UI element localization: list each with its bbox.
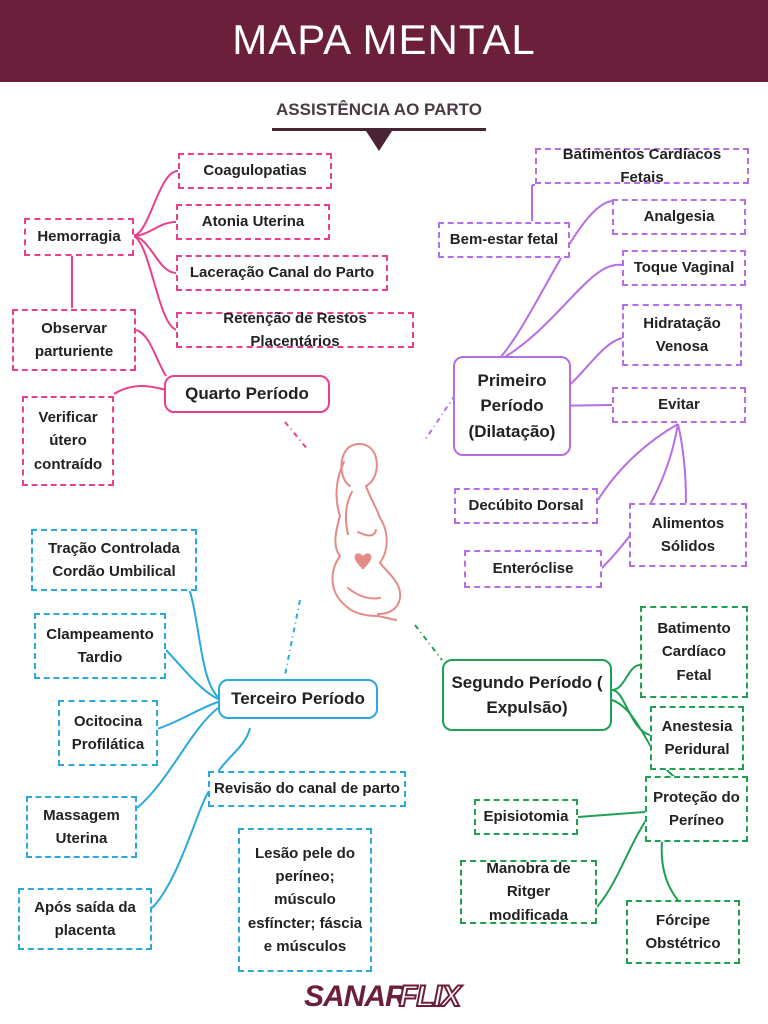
clampeamento-label: Clampeamento Tardio [46, 625, 154, 666]
episiotomia-box: Episiotomia [474, 799, 578, 835]
segundo-periodo-label: Segundo Período ( Expulsão) [451, 672, 603, 718]
map-subtitle: ASSISTÊNCIA AO PARTO [276, 100, 482, 119]
lesao-box: Lesão pele do períneo; músculo esfíncter… [238, 828, 372, 972]
observar-box: Observar parturiente [12, 309, 136, 371]
massagem-label: Massagem Uterina [43, 806, 120, 847]
decubito-label: Decúbito Dorsal [468, 497, 584, 515]
enteroclise-box: Enteróclise [464, 550, 602, 588]
toque-vaginal-label: Toque Vaginal [633, 259, 735, 277]
manobra-label: Manobra de Ritger modificada [486, 860, 571, 924]
terceiro-periodo-label: Terceiro Período [231, 689, 365, 709]
forcipe-label: Fórcipe Obstétrico [645, 911, 721, 952]
terceiro-periodo-node: Terceiro Período [218, 679, 378, 719]
quarto-periodo-label: Quarto Período [185, 384, 309, 404]
primeiro-periodo-node: Primeiro Período (Dilatação) [453, 356, 571, 456]
coagulopatias-label: Coagulopatias [203, 162, 307, 180]
ocitocina-box: Ocitocina Profilática [58, 700, 158, 766]
episiotomia-label: Episiotomia [483, 808, 569, 826]
hidratacao-box: Hidratação Venosa [622, 304, 742, 366]
logo-word-flix: FLIX [398, 979, 462, 1014]
laceracao-box: Laceração Canal do Parto [176, 255, 388, 291]
hemorragia-label: Hemorragia [37, 228, 121, 246]
revisao-box: Revisão do canal de parto [208, 771, 406, 807]
batimento-fetal-label: Batimento Cardíaco Fetal [657, 620, 731, 684]
analgesia-label: Analgesia [643, 208, 715, 226]
segundo-periodo-node: Segundo Período ( Expulsão) [442, 659, 612, 731]
retencao-label: Retenção de Restos Placentários [223, 309, 367, 350]
apos-saida-label: Após saída da placenta [34, 898, 136, 939]
decubito-box: Decúbito Dorsal [454, 488, 598, 524]
subtitle-arrow-icon [366, 131, 392, 151]
hemorragia-box: Hemorragia [24, 218, 134, 256]
hidratacao-label: Hidratação Venosa [643, 314, 721, 355]
enteroclise-label: Enteróclise [492, 560, 574, 578]
quarto-periodo-node: Quarto Período [164, 375, 330, 413]
massagem-box: Massagem Uterina [26, 796, 137, 858]
bem-estar-label: Bem-estar fetal [449, 231, 559, 249]
evitar-box: Evitar [612, 387, 746, 423]
clampeamento-box: Clampeamento Tardio [34, 613, 166, 679]
anestesia-box: Anestesia Peridural [650, 706, 744, 770]
sanarflix-logo: SANAR FLIX [304, 978, 464, 1018]
batimentos-box: Batimentos Cardíacos Fetais [535, 146, 749, 186]
forcipe-box: Fórcipe Obstétrico [626, 900, 740, 964]
pregnant-woman-icon [331, 442, 402, 621]
logo-word-sanar: SANAR [304, 980, 407, 1013]
alimentos-box: Alimentos Sólidos [629, 503, 747, 567]
toque-vaginal-box: Toque Vaginal [622, 250, 746, 286]
evitar-label: Evitar [658, 396, 700, 414]
protecao-label: Proteção do Períneo [653, 788, 740, 829]
verificar-box: Verificar útero contraído [22, 396, 114, 486]
anestesia-label: Anestesia Peridural [661, 717, 733, 758]
batimento-fetal-box: Batimento Cardíaco Fetal [640, 606, 748, 698]
batimentos-label: Batimentos Cardíacos Fetais [562, 145, 722, 186]
bem-estar-box: Bem-estar fetal [438, 222, 570, 258]
analgesia-box: Analgesia [612, 199, 746, 235]
manobra-box: Manobra de Ritger modificada [460, 860, 597, 924]
apos-saida-box: Após saída da placenta [18, 888, 152, 950]
subtitle-underline [272, 128, 486, 131]
tracao-box: Tração Controlada Cordão Umbilical [31, 529, 197, 591]
atonia-uterina-box: Atonia Uterina [176, 204, 330, 240]
lesao-label: Lesão pele do períneo; músculo esfíncter… [247, 844, 363, 955]
header-banner: MAPA MENTAL [0, 0, 768, 82]
ocitocina-label: Ocitocina Profilática [71, 712, 145, 753]
laceracao-label: Laceração Canal do Parto [189, 264, 375, 282]
retencao-box: Retenção de Restos Placentários [176, 310, 414, 350]
observar-label: Observar parturiente [34, 319, 114, 360]
tracao-label: Tração Controlada Cordão Umbilical [48, 539, 180, 580]
alimentos-label: Alimentos Sólidos [651, 514, 725, 555]
page-title: MAPA MENTAL [232, 16, 536, 63]
verificar-label: Verificar útero contraído [33, 409, 103, 473]
revisao-label: Revisão do canal de parto [214, 780, 400, 798]
protecao-box: Proteção do Períneo [645, 776, 748, 842]
primeiro-periodo-label: Primeiro Período (Dilatação) [468, 370, 556, 441]
coagulopatias-box: Coagulopatias [178, 153, 332, 189]
atonia-uterina-label: Atonia Uterina [201, 213, 305, 231]
